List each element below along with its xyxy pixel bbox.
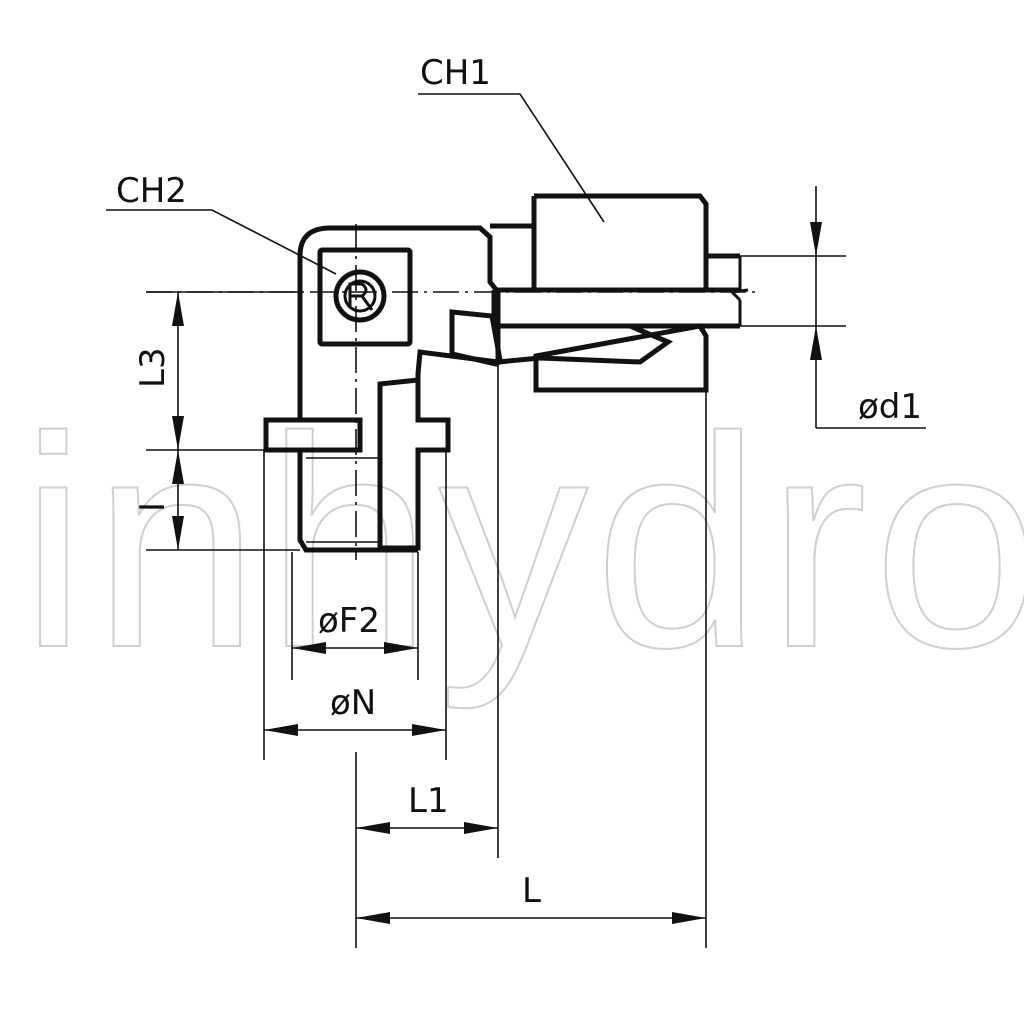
tube-break — [728, 256, 749, 326]
label-f2: øF2 — [318, 601, 380, 641]
label-ch2: CH2 — [116, 171, 187, 211]
label-l: L — [522, 871, 541, 911]
label-ch1: CH1 — [420, 53, 491, 93]
label-i: I — [133, 502, 173, 512]
logo-plate — [317, 247, 413, 347]
label-d1: ød1 — [858, 387, 922, 427]
body-section-vertical — [377, 377, 451, 551]
label-l1: L1 — [408, 781, 449, 821]
ch1-leader — [418, 93, 605, 223]
brand-logo — [333, 269, 387, 323]
nut-ch1 — [490, 193, 709, 290]
nut-section — [533, 323, 709, 393]
label-n: øN — [330, 683, 376, 723]
cutting-ring — [495, 323, 674, 365]
flange — [263, 417, 363, 453]
elbow-body — [297, 225, 501, 420]
ch2-leader — [106, 209, 337, 275]
watermark: inhydro — [19, 374, 1024, 710]
tube — [491, 253, 740, 329]
thread-stud — [297, 450, 418, 553]
label-l3: L3 — [133, 347, 173, 388]
